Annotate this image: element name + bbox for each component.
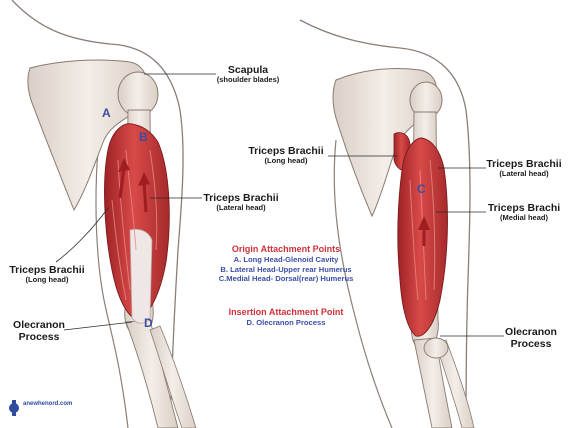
left-arm-figure [11, 0, 216, 428]
letter-a: A [102, 106, 111, 120]
label-right-triceps-lateral-main: Triceps Brachii [486, 158, 562, 170]
right-arm-outline [333, 139, 393, 428]
label-right-triceps-long-main: Triceps Brachii [248, 145, 324, 157]
insertion-heading: Insertion Attachment Point [228, 307, 344, 317]
right-forearm-bones [413, 337, 453, 428]
left-scapula [27, 59, 148, 212]
right-arm-figure [299, 19, 504, 428]
label-left-triceps-long-sub: (Long head) [25, 275, 69, 285]
watermark: anewhenord.com [8, 398, 72, 410]
label-left-triceps-long-main: Triceps Brachii [9, 264, 85, 276]
letter-c: C [417, 182, 426, 196]
left-olecranon-leader [63, 321, 133, 331]
label-left-olecranon-main: Olecranon [13, 319, 65, 331]
label-right-triceps-medial-main: Triceps Brachi [487, 202, 561, 214]
label-left-triceps-lateral: Triceps Brachii (Lateral head) [196, 192, 286, 213]
letter-d: D [144, 316, 153, 330]
left-arm-outline [95, 149, 129, 428]
label-right-triceps-long-sub: (Long head) [264, 156, 308, 166]
label-left-triceps-lateral-main: Triceps Brachii [203, 192, 279, 204]
insertion-attachment-block: Insertion Attachment Point D. Olecranon … [186, 307, 386, 328]
label-left-triceps-long: Triceps Brachii (Long head) [2, 264, 92, 285]
left-triceps-tendon [129, 228, 153, 324]
label-left-olecranon: Olecranon Process [4, 319, 74, 343]
logo-mark [9, 400, 19, 416]
origin-heading: Origin Attachment Points [231, 244, 341, 254]
label-scapula-sub: (shoulder blades) [216, 75, 280, 85]
label-right-triceps-lateral-sub: (Lateral head) [499, 169, 549, 179]
left-arrow-b [142, 181, 148, 213]
label-right-olecranon-sub: Process [510, 338, 552, 351]
origin-item-c: C.Medial Head- Dorsal(rear) Humerus [218, 274, 354, 284]
label-right-triceps-long: Triceps Brachii (Long head) [240, 145, 332, 166]
left-humeral-head [117, 71, 159, 117]
origin-item-b: B. Lateral Head-Upper rear Humerus [220, 264, 352, 274]
left-arrow-a [118, 167, 126, 199]
label-scapula-main: Scapula [227, 64, 269, 76]
origin-attachment-block: Origin Attachment Points A. Long Head-Gl… [186, 244, 386, 284]
watermark-text: anewhenord.com [23, 401, 73, 407]
left-long-leader [55, 207, 109, 263]
label-right-triceps-medial-sub: (Medial head) [500, 213, 548, 223]
label-right-olecranon-main: Olecranon [505, 326, 557, 338]
label-left-olecranon-sub: Process [18, 331, 60, 344]
right-body-outline [299, 19, 471, 428]
right-olecranon [423, 337, 449, 359]
label-right-triceps-medial: Triceps Brachi (Medial head) [478, 202, 570, 223]
watermark-icon [8, 398, 20, 410]
label-right-olecranon: Olecranon Process [496, 326, 566, 350]
label-left-triceps-lateral-sub: (Lateral head) [216, 203, 266, 213]
left-body-outline [11, 0, 184, 428]
letter-b: B [139, 130, 148, 144]
label-right-triceps-lateral: Triceps Brachii (Lateral head) [478, 158, 570, 179]
insertion-item-d: D. Olecranon Process [246, 318, 326, 328]
label-scapula: Scapula (shoulder blades) [206, 64, 290, 85]
origin-item-a: A. Long Head-Glenoid Cavity [233, 255, 339, 265]
